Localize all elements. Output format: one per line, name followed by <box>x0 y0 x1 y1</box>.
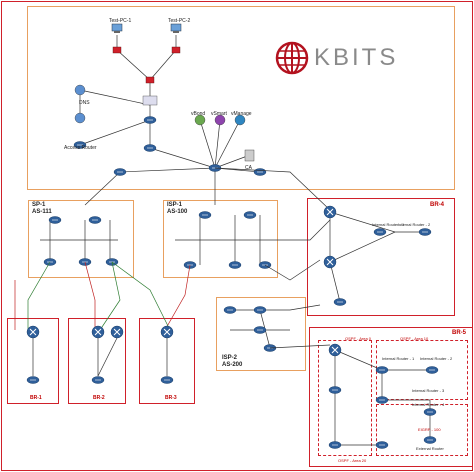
br4-d2 <box>329 231 396 263</box>
ospf-area-c-label: OSPF - Area 20 <box>338 458 367 463</box>
hub-datacenter-zone <box>27 6 455 190</box>
isp2-br5 <box>269 344 331 349</box>
isp2-zone <box>216 297 306 371</box>
to-sp1 <box>84 171 121 206</box>
isp1-zone <box>163 200 278 278</box>
eigrp-label: EIGRP - 100 <box>418 427 441 432</box>
sp1-title: SP-1 <box>32 202 46 208</box>
br5-internal-router-1-label: Internal Router - 1 <box>382 356 415 361</box>
isp1-title: ISP-1 <box>167 202 183 208</box>
br2-uplink-red <box>84 261 96 330</box>
br4-down <box>329 261 341 303</box>
vsmart-icon <box>214 114 226 126</box>
ntp-server-icon <box>74 112 86 124</box>
br1-zone <box>7 318 59 404</box>
test-pc1-icon <box>111 23 123 32</box>
sw-link-1 <box>116 49 151 81</box>
isp1-br4-2 <box>270 219 331 241</box>
kbits-wordmark: KBITS <box>314 44 399 71</box>
kbits-globe-logo <box>275 41 309 75</box>
ospf-area-a-label: OSPF - Area 0 <box>345 336 372 341</box>
br3-title: BR-3 <box>165 395 177 401</box>
isp2-br4 <box>289 304 321 311</box>
br2-title: BR-2 <box>93 395 105 401</box>
br5-internal-router-4-label: Internal Router - 4 <box>412 402 445 407</box>
hub-ext <box>149 147 216 169</box>
test-pc1-label: Test-PC-1 <box>109 18 132 24</box>
hub-core-switch-icon <box>145 76 155 84</box>
dns-server-icon <box>74 84 86 96</box>
br4-internal-router-1-label: Internal Router - 1 <box>372 222 405 227</box>
sw-link-2 <box>149 49 177 81</box>
isp1-br4 <box>264 259 321 281</box>
vmanage-label: vManage <box>231 111 252 117</box>
br1-uplink-green <box>27 261 51 330</box>
pc2-switch-icon <box>171 46 181 54</box>
hub-wan-l <box>119 167 216 173</box>
br1-title: BR-1 <box>30 395 42 401</box>
sp1-zone <box>28 200 134 278</box>
access-link <box>79 119 151 146</box>
br3-uplink-red <box>164 264 191 331</box>
ca-label: CA <box>245 165 252 171</box>
br4-internal-router-2-label: Internal Router - 2 <box>398 222 431 227</box>
br2-lan-2 <box>97 337 118 377</box>
firewall-icon <box>142 95 158 106</box>
sp1-as: AS-111 <box>32 209 52 215</box>
dns-core <box>79 89 151 106</box>
test-pc1-icon-stand <box>114 31 120 33</box>
test-pc2-label: Test-PC-2 <box>168 18 191 24</box>
br4-d1 <box>329 211 396 233</box>
ca-link <box>214 154 251 169</box>
br4-title: BR-4 <box>430 202 445 208</box>
vmanage-link <box>214 119 241 169</box>
dns-label: DNS <box>79 100 90 106</box>
vsmart-link <box>214 119 221 169</box>
vbond-label: vBond <box>191 111 206 117</box>
br2-vedge-2-icon-cross <box>113 328 121 336</box>
br3-zone <box>139 318 195 404</box>
br3-uplink-green <box>111 261 171 331</box>
vbond-icon <box>194 114 206 126</box>
br5-internal-router-3-label: Internal Router - 3 <box>412 388 445 393</box>
vmanage-icon <box>234 114 246 126</box>
br5-zone <box>309 327 473 467</box>
pc1-switch-icon <box>112 46 122 54</box>
br5-external-router-label: External Router <box>416 446 444 451</box>
br5-internal-router-2-label: Internal Router - 2 <box>420 356 453 361</box>
br1-vedge-icon-cross <box>29 328 37 336</box>
test-pc2-icon-stand <box>173 31 179 33</box>
hub-br4 <box>214 167 331 211</box>
br2-vedge-1-icon-cross <box>94 328 102 336</box>
isp2-as: AS-200 <box>222 362 243 368</box>
br5-title: BR-5 <box>452 330 467 336</box>
eigrp-box <box>376 404 468 456</box>
vbond-link <box>199 119 216 169</box>
br2-uplink-green <box>99 261 121 331</box>
br5-d1 <box>334 349 383 371</box>
access-router-label: Access Router <box>64 145 97 151</box>
ospf-area-a-box <box>318 340 372 456</box>
br5-vedge-icon-cross <box>331 346 339 354</box>
isp2-title: ISP-2 <box>222 355 238 361</box>
br4-vedge-1-icon-cross <box>326 208 334 216</box>
vsmart-label: vSmart <box>211 111 227 117</box>
br4-zone <box>307 198 455 316</box>
br3-vedge-icon-cross <box>163 328 171 336</box>
br4-vedge-2-icon-cross <box>326 258 334 266</box>
test-pc2-icon <box>170 23 182 32</box>
br2-zone <box>68 318 126 404</box>
ospf-area-b-label: OSPF - Area 10 <box>400 336 429 341</box>
ca-server-icon <box>244 149 255 162</box>
isp1-as: AS-100 <box>167 209 188 215</box>
